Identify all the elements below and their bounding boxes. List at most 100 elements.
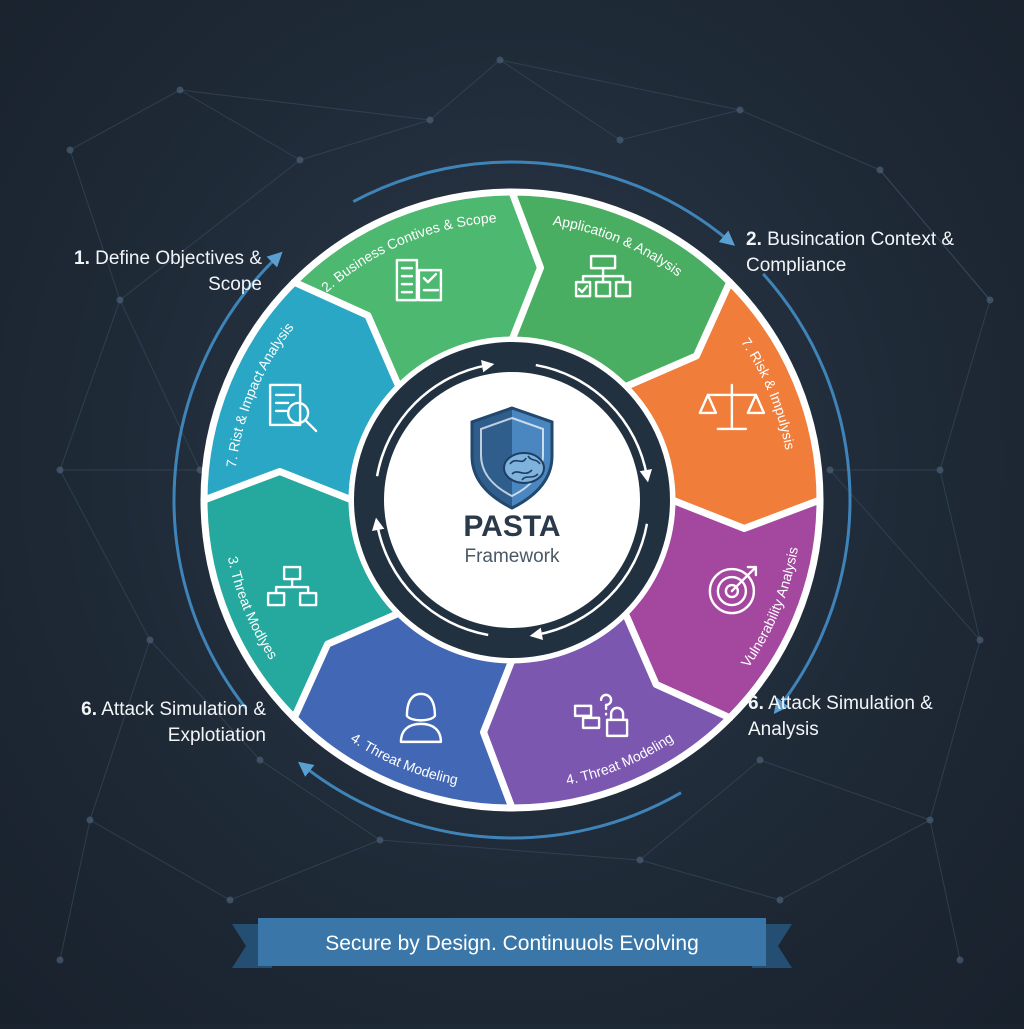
network-node: [256, 756, 264, 764]
network-link: [929, 639, 981, 821]
network-link: [939, 299, 991, 471]
network-link: [759, 759, 931, 821]
wheel-segment: 7. Rist & Impact Analysis: [200, 278, 403, 504]
center-hub: PASTA Framework: [354, 342, 670, 658]
network-node: [226, 896, 234, 904]
network-link: [89, 819, 231, 901]
network-link: [259, 759, 381, 841]
network-link: [739, 109, 881, 171]
network-link: [379, 839, 641, 861]
network-node: [116, 296, 124, 304]
network-node: [736, 106, 744, 114]
outer-label-number: 6.: [81, 699, 98, 720]
network-node: [146, 636, 154, 644]
outer-label-text: Attack Simulation & Analysis: [748, 693, 933, 740]
cycle-arrow: [352, 160, 736, 246]
segment-shape: [200, 278, 403, 504]
network-link: [929, 819, 961, 961]
network-link: [879, 169, 991, 301]
inner-cycle-arrows: [372, 360, 652, 640]
flowchart-check-icon: [574, 254, 632, 298]
network-node: [636, 856, 644, 864]
inner-cycle-arrow: [529, 523, 649, 640]
network-node: [176, 86, 184, 94]
network-node: [196, 466, 204, 474]
network-link: [299, 119, 431, 161]
wheel-segment: Vulnerability Analysis: [621, 496, 824, 722]
cycle-arrow: [762, 272, 852, 715]
network-node: [936, 466, 944, 474]
outer-label-number: 1.: [74, 248, 90, 269]
network-node: [876, 166, 884, 174]
network-link: [639, 759, 761, 861]
outer-label-number: 6.: [748, 693, 764, 714]
network-node: [296, 156, 304, 164]
inner-cycle-arrow: [535, 363, 652, 483]
building-checklist-icon: [395, 258, 443, 302]
hooded-attacker-icon: [399, 692, 443, 744]
wheel-segment: 4. Threat Modeling: [479, 609, 734, 812]
outer-label-top-right: 2. Busincation Context & Compliance: [746, 227, 1006, 279]
network-link: [59, 469, 151, 641]
network-node: [616, 136, 624, 144]
outer-label-top-left: 1. Define Objectives & Scope: [40, 246, 262, 298]
slogan-ribbon: Secure by Design. Continuuols Evolving: [232, 916, 792, 972]
network-link: [499, 59, 741, 111]
hierarchy-icon: [266, 565, 318, 607]
network-link: [69, 89, 181, 151]
shield-brain-icon: [470, 406, 554, 510]
network-link: [69, 149, 121, 301]
network-link: [59, 299, 121, 471]
network-link: [639, 859, 781, 901]
cycle-arrow: [172, 251, 283, 710]
outer-label-bottom-left: 6. Attack Simulation & Explotiation: [40, 697, 266, 749]
network-link: [779, 819, 931, 901]
network-node: [976, 636, 984, 644]
network-node: [776, 896, 784, 904]
network-node: [926, 816, 934, 824]
hub-title: PASTA: [463, 510, 560, 543]
network-link: [89, 639, 151, 821]
chain-lock-icon: [573, 693, 629, 738]
network-node: [756, 756, 764, 764]
document-search-icon: [268, 383, 318, 433]
network-node: [56, 466, 64, 474]
network-node: [826, 466, 834, 474]
network-link: [119, 299, 201, 471]
outer-label-number: 2.: [746, 229, 762, 250]
inner-cycle-arrow: [372, 517, 489, 637]
network-link: [429, 59, 501, 121]
slogan-text: Secure by Design. Continuuols Evolving: [325, 932, 699, 955]
network-link: [149, 639, 261, 761]
network-node: [376, 836, 384, 844]
network-link: [179, 89, 431, 121]
network-link: [829, 469, 981, 641]
network-link: [119, 159, 301, 301]
network-node: [986, 296, 994, 304]
network-node: [496, 56, 504, 64]
network-link: [499, 59, 621, 141]
wheel-segment: 4. Threat Modeling: [290, 609, 516, 812]
balance-scale-icon: [698, 383, 766, 431]
network-node: [956, 956, 964, 964]
outer-label-text: Attack Simulation & Explotiation: [101, 699, 266, 746]
target-arrow-icon: [708, 565, 758, 615]
outer-label-text: Define Objectives & Scope: [95, 248, 262, 295]
cycle-arrow: [297, 761, 682, 840]
network-node: [56, 956, 64, 964]
network-link: [229, 839, 381, 901]
hub-subtitle: Framework: [464, 546, 560, 567]
outer-label-bottom-right: 6. Attack Simulation & Analysis: [748, 691, 988, 743]
inner-cycle-arrow: [375, 360, 495, 477]
outer-label-text: Busincation Context & Compliance: [746, 229, 955, 276]
outer-cycle-arrows: [172, 160, 852, 840]
network-link: [619, 109, 741, 141]
network-node: [86, 816, 94, 824]
network-link: [939, 469, 981, 641]
network-node: [426, 116, 434, 124]
network-link: [179, 89, 301, 161]
network-link: [59, 819, 91, 961]
